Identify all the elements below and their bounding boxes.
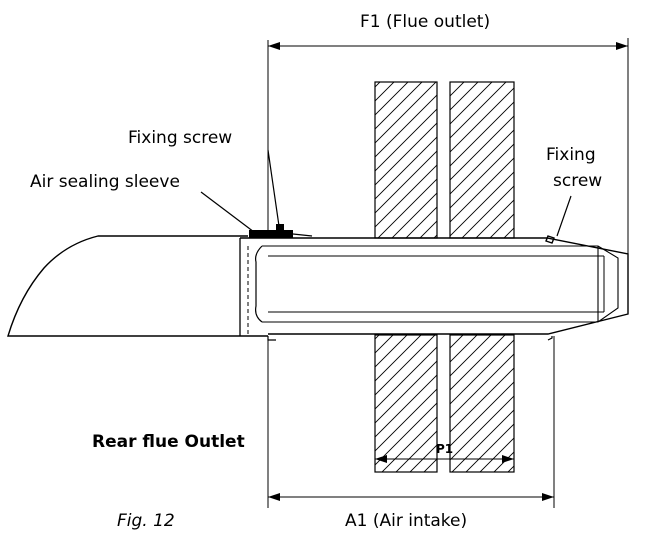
wall-upper bbox=[374, 81, 515, 239]
dimension-a1-label: A1 (Air intake) bbox=[345, 511, 467, 531]
leader-fixing-screw-left bbox=[267, 149, 280, 227]
figure-caption: Fig. 12 bbox=[117, 511, 175, 531]
dimension-p1-label: P1 bbox=[436, 442, 453, 456]
fixing-screw-right-label-line1: Fixing bbox=[546, 145, 596, 165]
appliance-housing bbox=[7, 235, 268, 337]
leader-fixing-screw-right bbox=[556, 195, 572, 237]
dimension-f1 bbox=[267, 38, 629, 254]
leader-air-sealing-sleeve bbox=[200, 191, 255, 233]
air-sealing-sleeve-label: Air sealing sleeve bbox=[30, 172, 180, 192]
air-sealing-sleeve bbox=[249, 224, 313, 238]
flue-terminal bbox=[239, 237, 629, 341]
dimension-f1-label: F1 (Flue outlet) bbox=[360, 12, 490, 32]
wall-lower bbox=[374, 334, 515, 473]
fixing-screw-right-label-line2: screw bbox=[553, 171, 602, 191]
diagram-title: Rear flue Outlet bbox=[92, 432, 245, 452]
fixing-screw-left-label: Fixing screw bbox=[128, 128, 232, 148]
dimension-a1 bbox=[267, 336, 555, 508]
dimension-p1 bbox=[374, 455, 515, 472]
right-fixing-screw bbox=[545, 235, 555, 244]
